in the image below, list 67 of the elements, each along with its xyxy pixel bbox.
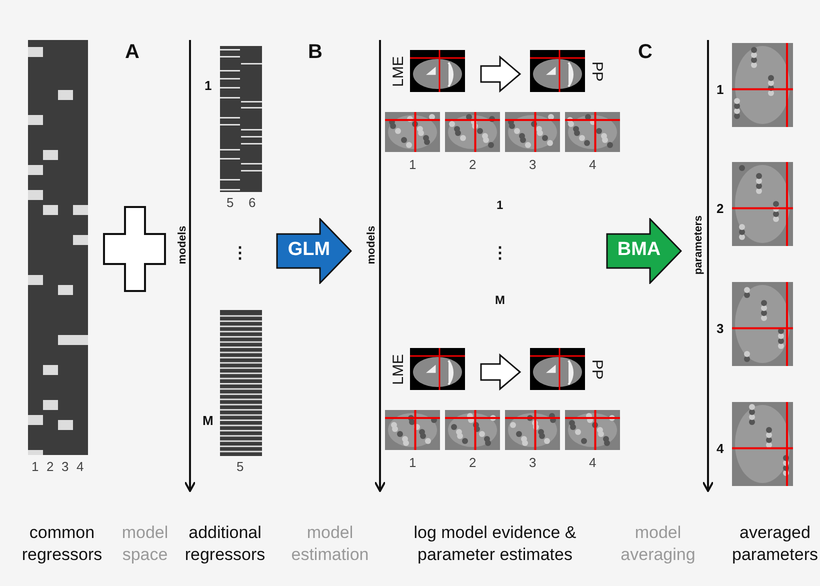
number-label: 2: [469, 454, 476, 470]
axis-label: parameters: [692, 215, 704, 275]
ellipsis: ⋮: [232, 244, 248, 263]
number-label: 5: [226, 194, 234, 210]
caption-text: additional regressors: [184, 522, 266, 566]
brain-slice-picture: [530, 348, 585, 390]
arrow-label: BMA: [616, 239, 662, 261]
brain-slice-picture: [732, 162, 793, 246]
block-arrow: [480, 55, 522, 93]
design-matrix-picture: [220, 46, 262, 192]
brain-slice-picture: [530, 50, 585, 92]
number-label: 6: [248, 194, 256, 210]
model-label: 1: [496, 198, 504, 212]
image-label: LME: [389, 354, 406, 384]
model-label: M: [495, 293, 505, 307]
number-label: 1: [716, 82, 724, 96]
number-label: 1: [409, 454, 416, 470]
panel-letter: B: [308, 40, 322, 64]
brain-slice-picture: [505, 410, 560, 450]
number-label: 2: [716, 200, 724, 216]
number-label: 2: [46, 458, 54, 474]
brain-slice-picture: [385, 112, 440, 152]
image-label: PP: [588, 61, 606, 81]
brain-slice-picture: [732, 402, 793, 486]
design-matrix-picture: [220, 310, 262, 456]
caption-text: log model evidence & parameter estimates: [412, 522, 578, 566]
block-arrow: [276, 218, 352, 284]
ellipsis: ⋮: [492, 244, 508, 263]
number-label: M: [202, 412, 214, 428]
arrow-label: GLM: [286, 239, 332, 261]
panel-letter: C: [638, 40, 652, 64]
brain-slice-picture: [505, 112, 560, 152]
number-label: 1: [204, 78, 212, 92]
caption-text: model averaging: [620, 522, 696, 566]
image-label: PP: [588, 359, 606, 379]
number-label: 4: [589, 454, 596, 470]
number-label: 4: [589, 156, 596, 172]
number-label: 5: [236, 458, 244, 474]
panel-letter: A: [125, 40, 140, 64]
brain-slice-picture: [565, 410, 620, 450]
number-label: 3: [716, 320, 724, 336]
axis-label: models: [176, 226, 188, 264]
number-label: 2: [469, 156, 476, 172]
brain-slice-picture: [410, 348, 465, 390]
brain-slice-picture: [732, 282, 793, 366]
caption-text: common regressors: [20, 522, 104, 566]
number-label: 1: [32, 458, 39, 474]
caption-text: model estimation: [290, 522, 370, 566]
caption-text: averaged parameters: [731, 522, 819, 566]
block-arrow: [480, 353, 522, 391]
number-label: 3: [529, 156, 536, 172]
brain-slice-picture: [445, 410, 500, 450]
number-label: 3: [62, 458, 69, 474]
image-label: LME: [389, 56, 406, 86]
number-label: 1: [409, 156, 416, 172]
brain-slice-picture: [410, 50, 465, 92]
number-label: 3: [529, 454, 536, 470]
caption-text: model space: [120, 522, 170, 566]
brain-slice-picture: [385, 410, 440, 450]
design-matrix-picture: [28, 40, 88, 455]
axis-label: models: [364, 226, 377, 264]
number-label: 4: [76, 458, 84, 474]
number-label: 4: [716, 440, 724, 456]
block-arrow: [606, 218, 682, 284]
brain-slice-picture: [445, 112, 500, 152]
brain-slice-picture: [732, 43, 793, 127]
brain-slice-picture: [565, 112, 620, 152]
